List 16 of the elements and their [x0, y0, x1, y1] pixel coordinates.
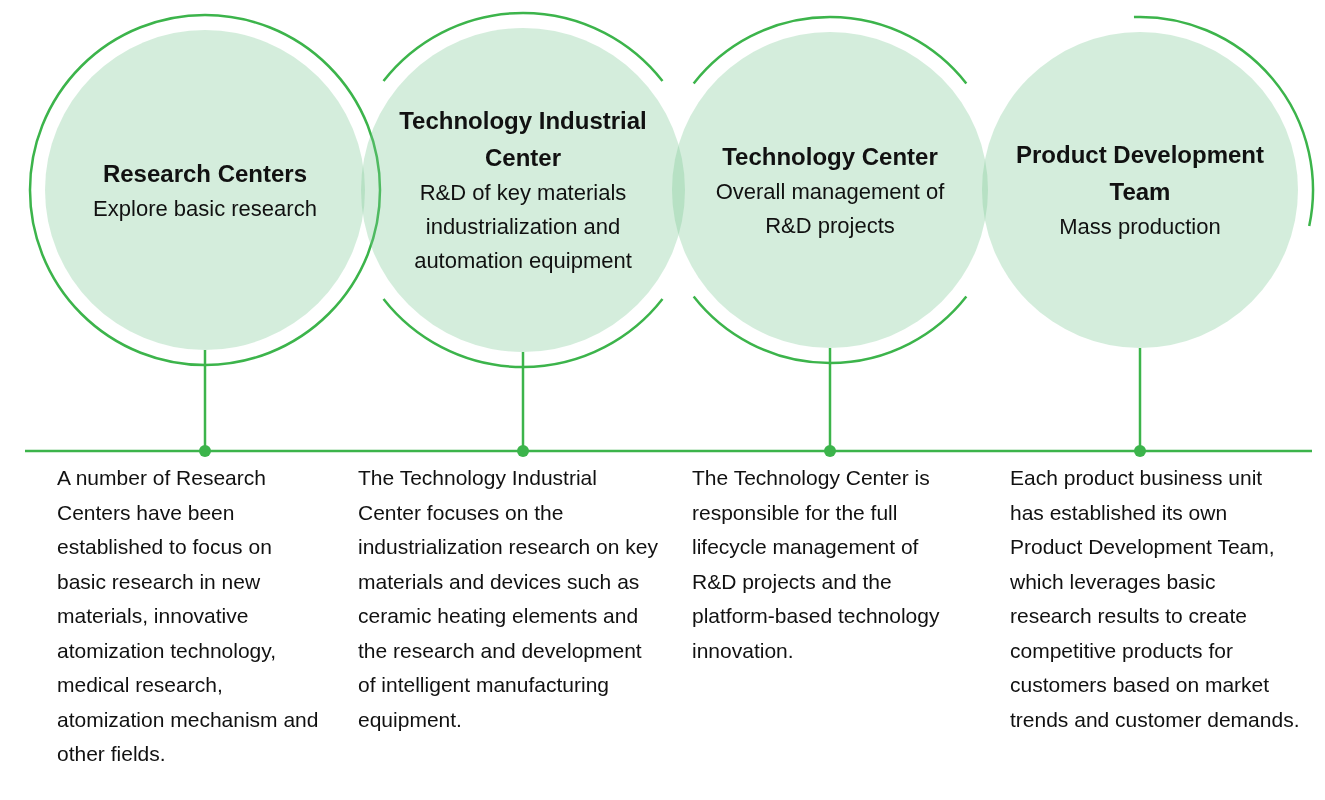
node-subtitle: Overall management of R&D projects	[714, 177, 946, 240]
node-subtitle: Explore basic research	[92, 194, 318, 223]
description-text: The Technology Industrial Center focuses on the industrialization research on key materials and devices such as ceramic heating elements and the research and development of intelligent manufacturing equipment.	[358, 465, 659, 733]
connector-line	[517, 352, 529, 457]
connector-line	[1134, 348, 1146, 457]
connector-line	[199, 350, 211, 457]
node-heading: Technology Center	[721, 141, 939, 172]
node-subtitle: Mass production	[1058, 213, 1222, 241]
description-text: The Technology Center is responsible for the full lifecycle management of R&D projects and the platform-based technology innovation.	[692, 465, 941, 664]
connector-line	[824, 348, 836, 457]
description-text: Each product business unit has established its own Product Development Team, which leverages basic research results to create competitive products for customers based on market trends and customer demands.	[1010, 465, 1300, 733]
node-subtitle: R&D of key materials industrialization and automation equipment	[413, 179, 633, 275]
node-heading: Research Centers	[101, 158, 309, 189]
node-heading: Technology Industrial Center	[398, 106, 648, 173]
node-heading: Product Development Team	[1014, 140, 1265, 207]
description-text: A number of Research Centers have been established to focus on basic research in new materials, innovative atomization technology, medical research, atomization mechanism and other fields.	[57, 465, 320, 767]
